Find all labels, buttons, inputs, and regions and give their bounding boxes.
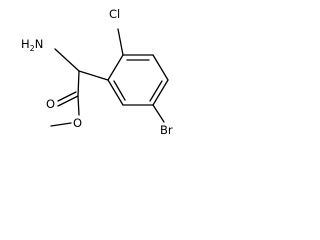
- bond-ester-o-methyl: [50, 122, 72, 127]
- bond-c2-cl: [117, 28, 124, 56]
- amine-subscript: 2: [30, 44, 35, 53]
- label-layer: H2N Cl Br O O: [21, 7, 173, 137]
- bond-c1-alpha-carbon: [78, 70, 109, 81]
- amine-label: H2N: [21, 37, 43, 53]
- bond-alpha-carbon-carbonyl: [77, 70, 80, 97]
- bond-carbonyl-o-inner: [57, 91, 77, 102]
- structure-diagram: H2N Cl Br O O: [21, 7, 173, 137]
- amine-h: H: [21, 37, 30, 51]
- ring-bond-c1-c2: [107, 54, 124, 81]
- bond-carbonyl-ester-o: [77, 95, 80, 116]
- bond-alpha-carbon-n: [54, 48, 80, 72]
- ring-double-bond-c4-c5: [149, 80, 163, 102]
- ester-oxygen-label: O: [73, 116, 82, 130]
- ring-bond-c6-c1: [107, 79, 124, 106]
- carbonyl-oxygen-label: O: [46, 97, 55, 111]
- amine-n: N: [35, 37, 44, 51]
- ring-double-bond-c6-c1: [113, 80, 126, 101]
- ring-bond-c4-c5: [152, 79, 169, 106]
- ring-bond-c3-c4: [152, 54, 169, 81]
- bond-layer: [50, 28, 169, 127]
- chlorine-label: Cl: [109, 7, 120, 21]
- bromine-label: Br: [160, 123, 173, 137]
- bond-carbonyl-o-outer: [57, 95, 79, 107]
- bond-c5-br: [152, 104, 165, 123]
